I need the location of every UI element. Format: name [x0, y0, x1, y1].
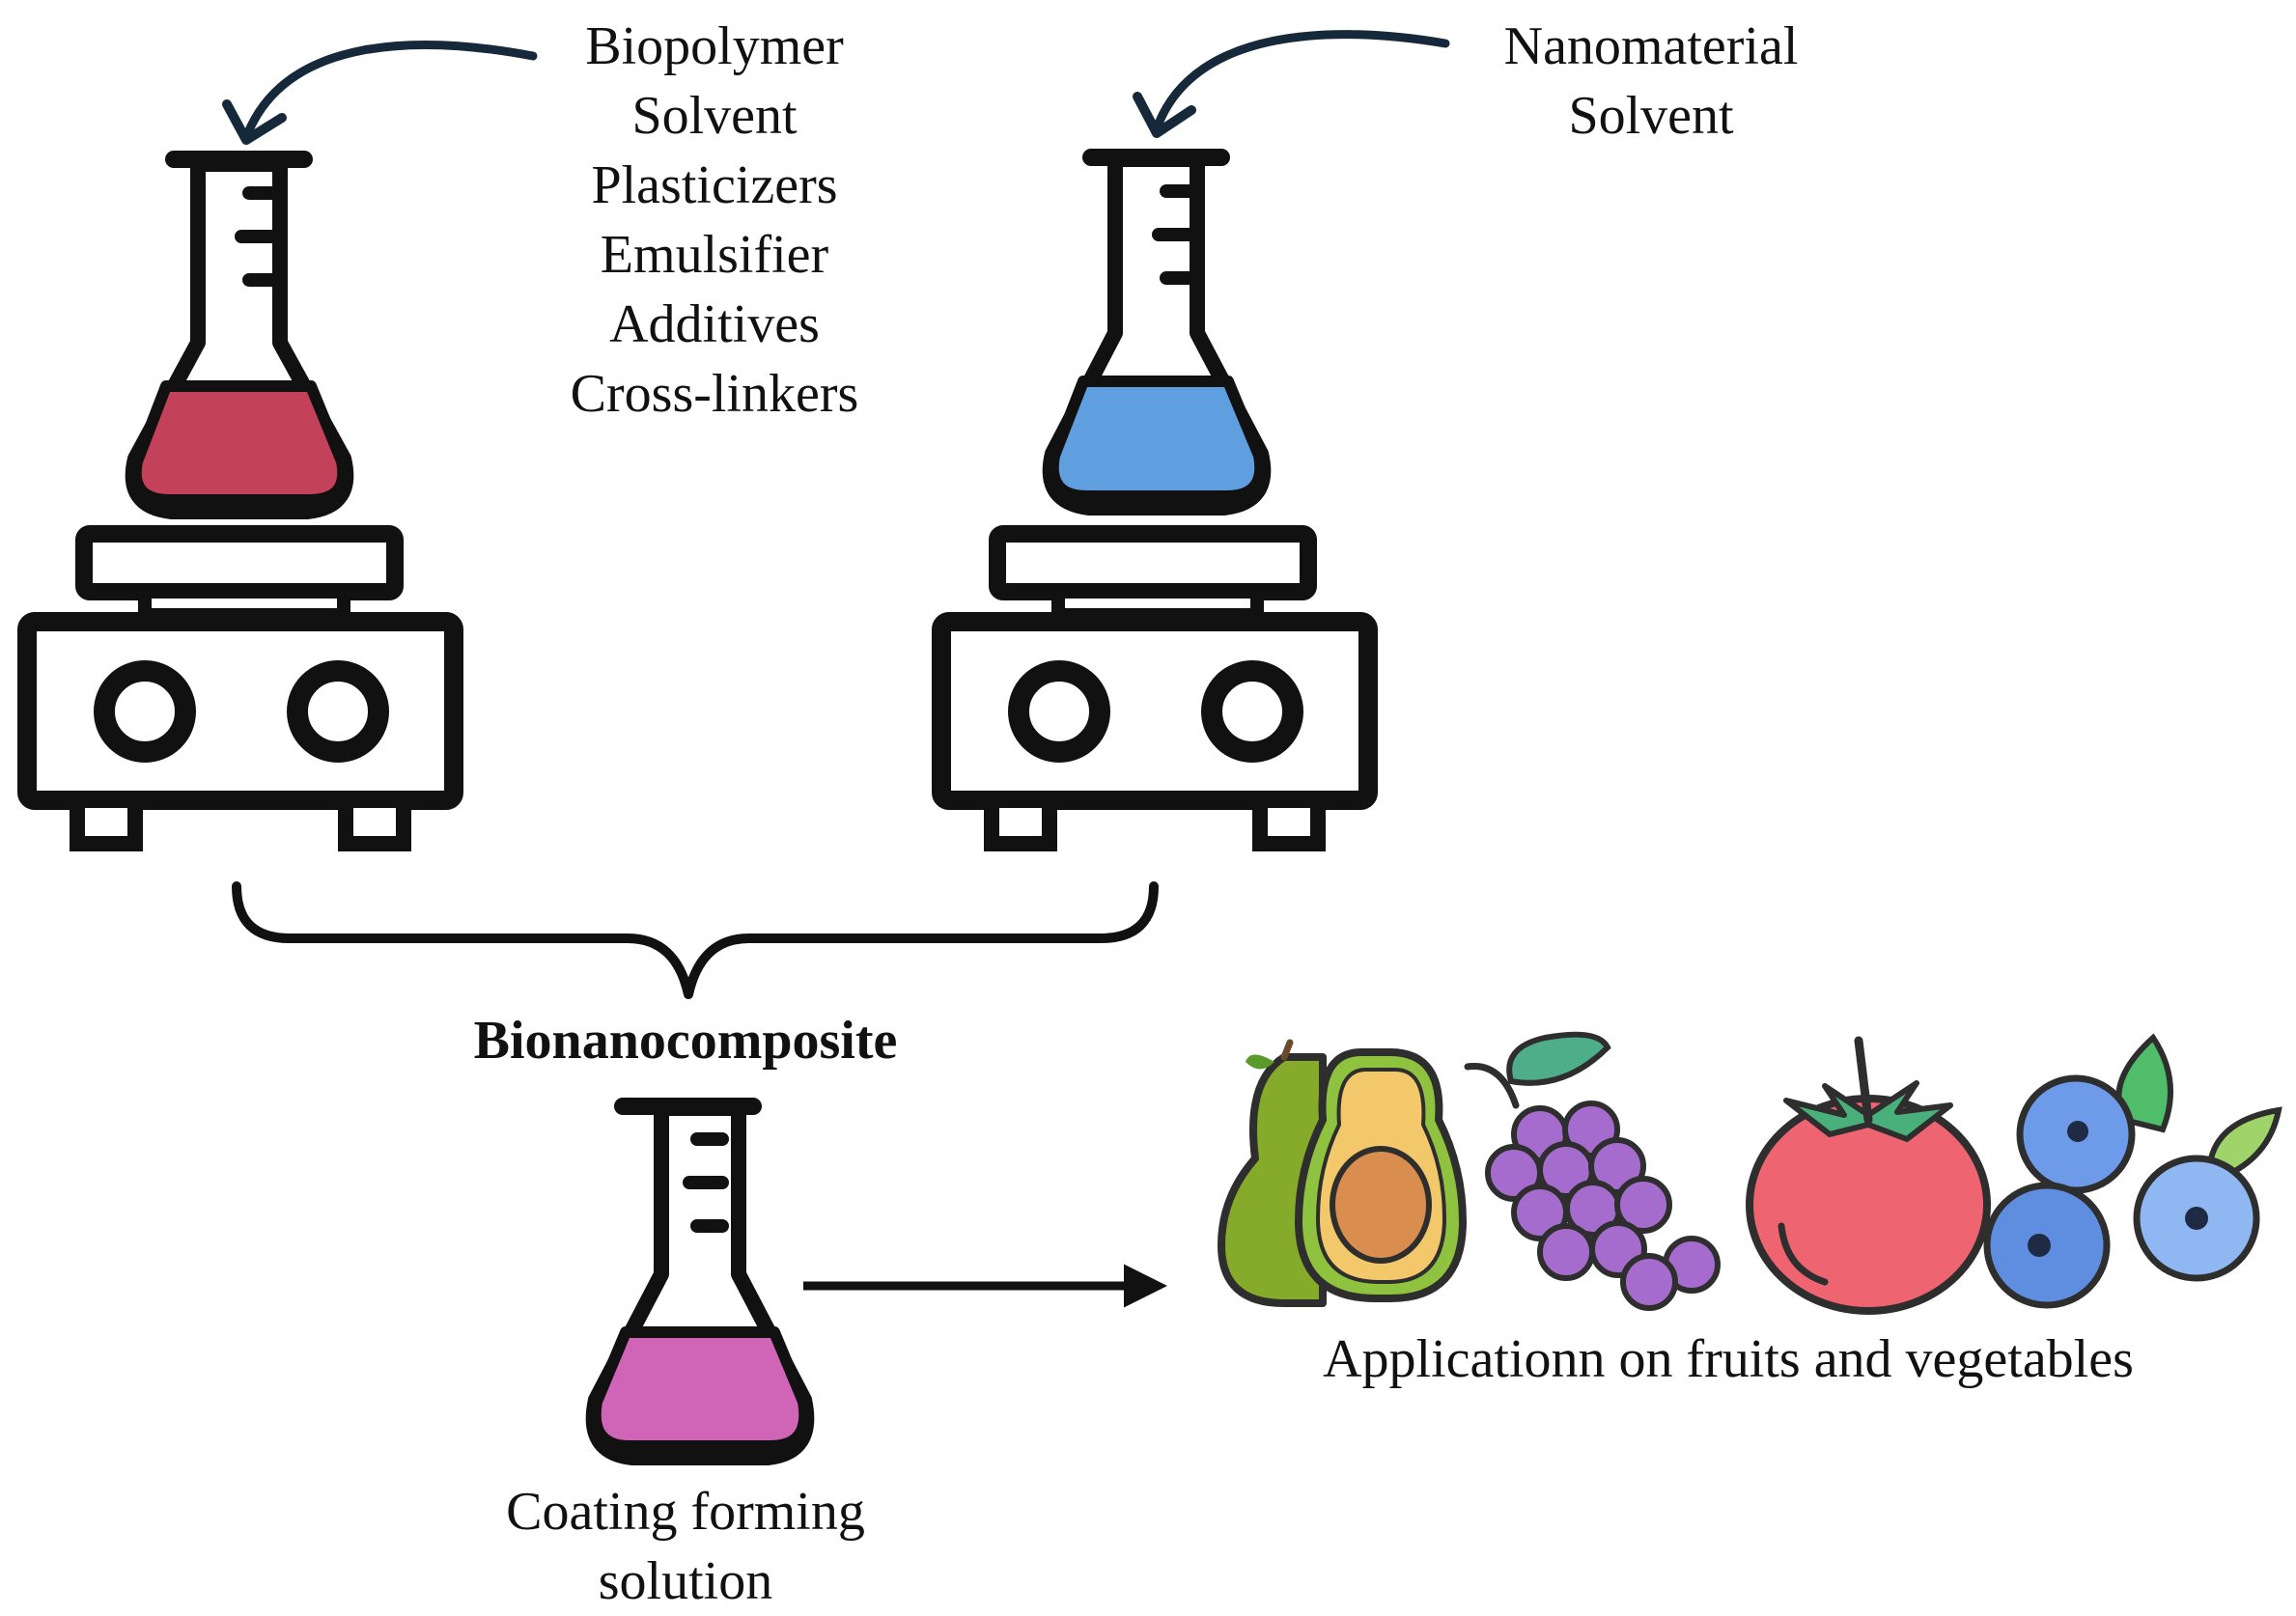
grapes-icon [1464, 1031, 1721, 1311]
right-hotplate-icon [932, 525, 1378, 851]
left-input-item: Additives [609, 294, 820, 354]
right-input-item: Solvent [1568, 86, 1734, 146]
result-caption: Coating forming solution [463, 1477, 908, 1616]
right-flask-icon [1042, 149, 1272, 515]
right-flask-liquid [1047, 376, 1267, 502]
left-input-item: Biopolymer [585, 16, 844, 76]
curved-arrow-left [222, 41, 538, 145]
left-input-item: Emulsifier [600, 225, 829, 285]
application-caption: Applicationn on fruits and vegetables [1323, 1329, 2134, 1389]
left-input-item: Cross-linkers [570, 364, 859, 424]
left-station [17, 41, 538, 851]
blueberries-icon [1983, 1033, 2282, 1309]
result-flask-icon [585, 1098, 815, 1465]
result-caption-line1: Coating forming [506, 1482, 865, 1542]
right-inputs-list: Nanomaterial Solvent [1458, 12, 1844, 151]
left-inputs-list: Biopolymer Solvent Plasticizers Emulsifi… [541, 12, 888, 429]
result-caption-line2: solution [598, 1551, 773, 1611]
left-flask-icon [125, 151, 354, 519]
left-input-item: Solvent [631, 86, 798, 146]
left-hotplate-icon [17, 525, 463, 851]
tomato-icon [1746, 1036, 1991, 1315]
merge-label: Bionanocomposite [473, 1011, 898, 1071]
right-station [932, 30, 1450, 851]
result-flask-liquid [589, 1326, 811, 1452]
left-flask-liquid [129, 380, 350, 506]
right-input-item: Nanomaterial [1503, 16, 1799, 76]
merge-brace [232, 881, 1159, 999]
curved-arrow-right [1133, 30, 1450, 138]
left-input-item: Plasticizers [591, 155, 838, 215]
pear-avocado-icon [1218, 1039, 1468, 1307]
